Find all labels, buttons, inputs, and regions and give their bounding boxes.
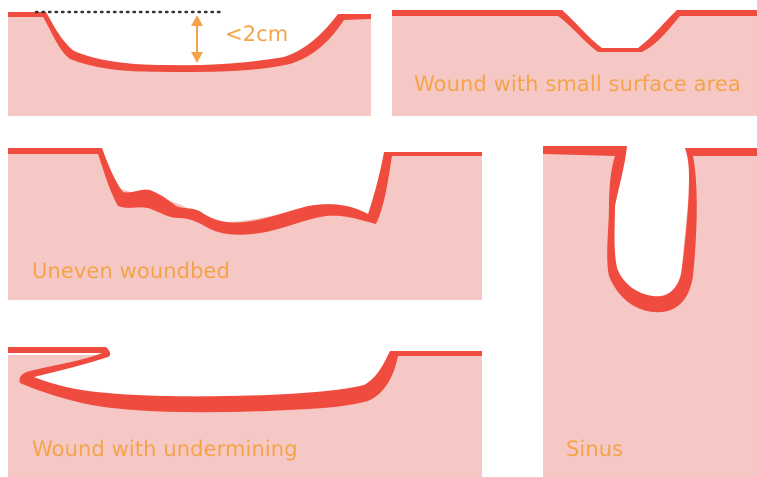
sinus-tract <box>543 146 757 299</box>
wound-edge <box>8 148 482 235</box>
panel-small-surface-wound <box>392 10 757 116</box>
wound-cavity <box>392 10 757 49</box>
panel-undermining-wound <box>8 347 482 477</box>
panel-5-label: Wound with undermining <box>32 437 298 461</box>
panel-3-label: Uneven woundbed <box>32 259 230 283</box>
depth-label: <2cm <box>225 22 289 46</box>
panel-sinus <box>543 146 757 477</box>
panel-shallow-wound <box>8 10 371 116</box>
wound-edge <box>8 347 482 413</box>
wound-cavity <box>8 148 482 222</box>
double-arrow-icon <box>191 15 203 63</box>
wound-edge <box>392 10 757 52</box>
panel-4-label: Sinus <box>566 437 624 461</box>
wound-edge <box>8 12 371 72</box>
panel-2-label: Wound with small surface area <box>414 72 741 96</box>
panel-uneven-woundbed <box>8 148 482 300</box>
wound-cavity <box>8 12 371 68</box>
